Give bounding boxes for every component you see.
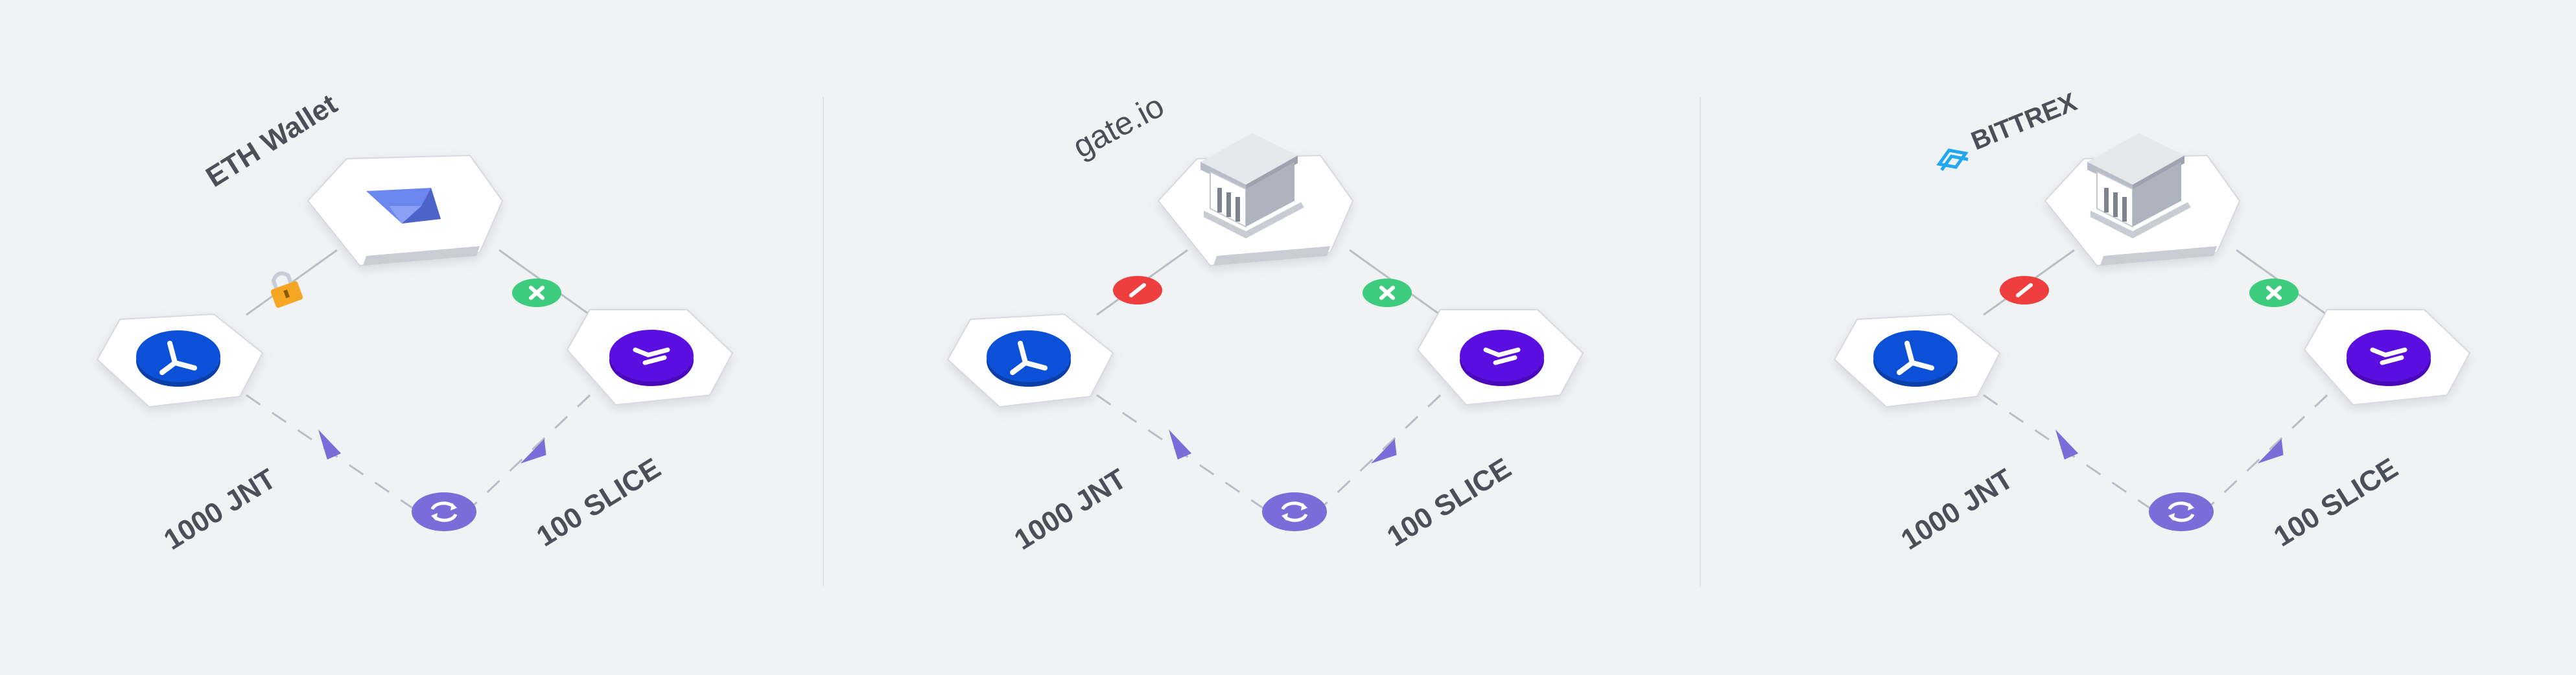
check-badge-icon [2249, 279, 2299, 307]
left-amount-label: 1000 JNT [1009, 463, 1132, 556]
left-amount-label: 1000 JNT [158, 463, 281, 556]
flow-chevron-icon [520, 439, 546, 464]
swap-arrows-icon [2149, 492, 2214, 531]
panel-bittrex: BITTREX 1000 JNT 100 SLICE [1833, 87, 2471, 556]
exchange-title: BITTREX [1967, 87, 2081, 155]
slice-token-icon [609, 330, 694, 386]
blocked-badge-icon [2000, 276, 2049, 304]
slice-token-icon [2347, 330, 2431, 386]
wallet-title: ETH Wallet [200, 88, 343, 194]
flow-chevron-icon [318, 429, 342, 460]
check-badge-icon [512, 279, 561, 307]
right-amount-label: 100 SLICE [531, 452, 666, 553]
flow-chevron-icon [2257, 439, 2284, 464]
panel-gate-io: gate.io 1000 JNT 100 SLICE [946, 87, 1584, 556]
slice-token-icon [1460, 330, 1544, 386]
check-badge-icon [1363, 279, 1412, 307]
left-amount-label: 1000 JNT [1895, 463, 2019, 556]
panel-eth-wallet: ETH Wallet 1000 JNT 100 SLICE [96, 88, 734, 556]
exchange-title: gate.io [1067, 87, 1170, 165]
right-amount-label: 100 SLICE [1381, 452, 1516, 553]
jnt-token-icon [1873, 330, 1958, 387]
right-amount-label: 100 SLICE [2268, 452, 2403, 553]
blocked-badge-icon [1113, 276, 1162, 304]
flow-chevron-icon [1168, 429, 1192, 460]
jnt-token-icon [987, 330, 1071, 387]
jnt-token-icon [136, 330, 220, 387]
flow-chevron-icon [1370, 439, 1397, 464]
bank-building-icon [2087, 133, 2191, 238]
swap-arrows-icon [412, 492, 476, 531]
swap-arrows-icon [1262, 492, 1327, 531]
ethereum-diamond-icon [366, 188, 441, 223]
bank-building-icon [1200, 133, 1304, 238]
padlock-icon [270, 271, 303, 308]
bittrex-logo-icon [1936, 148, 1969, 171]
flow-chevron-icon [2055, 429, 2079, 460]
